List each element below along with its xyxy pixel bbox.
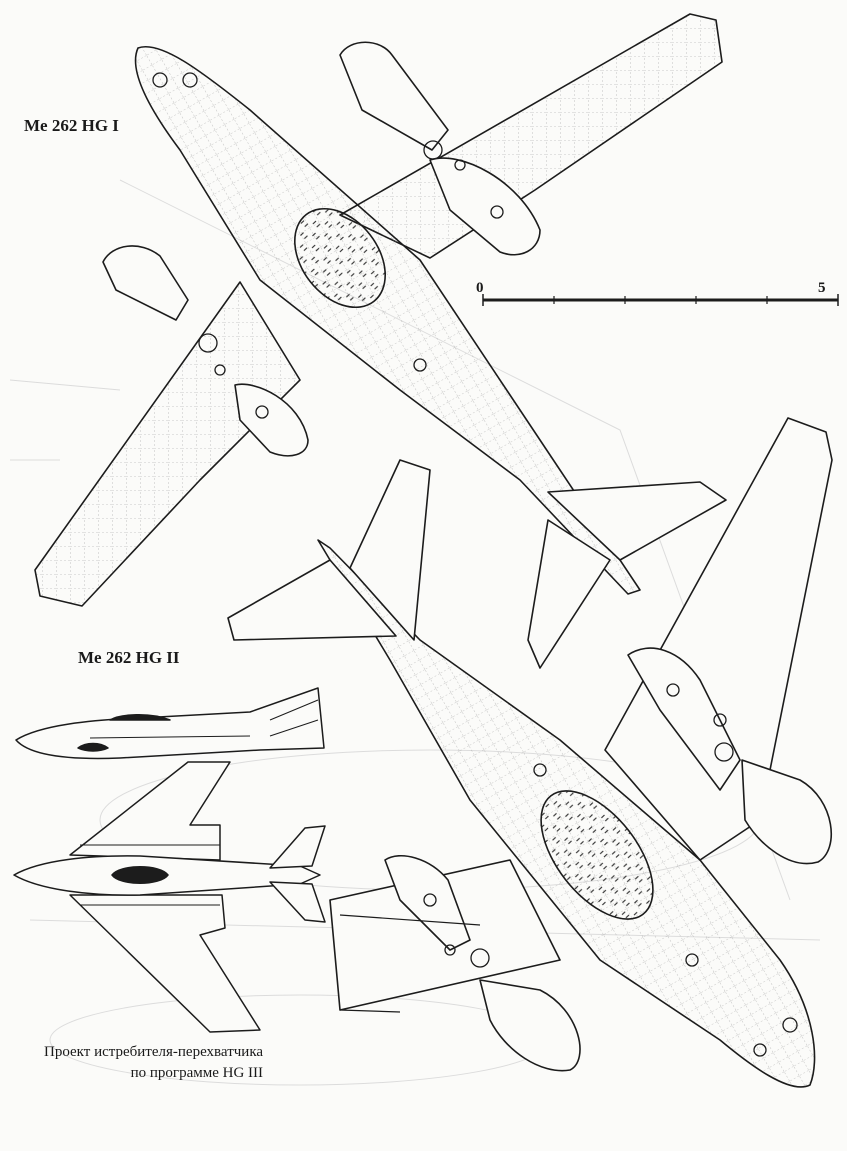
label-hg3-caption: Проект истребителя-перехватчика по прогр…: [44, 1042, 263, 1084]
caption-line-2: по программе HG III: [130, 1065, 264, 1081]
aircraft-hg3-side-view: [15, 687, 325, 760]
label-hg1: Me 262 HG I: [24, 116, 119, 135]
label-hg2: Me 262 HG II: [78, 648, 180, 667]
caption-line-1: Проект истребителя-перехватчика: [44, 1044, 264, 1060]
aircraft-hg1-planform: [34, 13, 727, 669]
scale-bar: [482, 294, 839, 306]
scale-start-label: 0: [476, 280, 484, 296]
aircraft-hg2-planform: [227, 417, 833, 1088]
aircraft-hg3-plan-view: [13, 761, 326, 1033]
scale-end-label: 5: [818, 280, 826, 296]
